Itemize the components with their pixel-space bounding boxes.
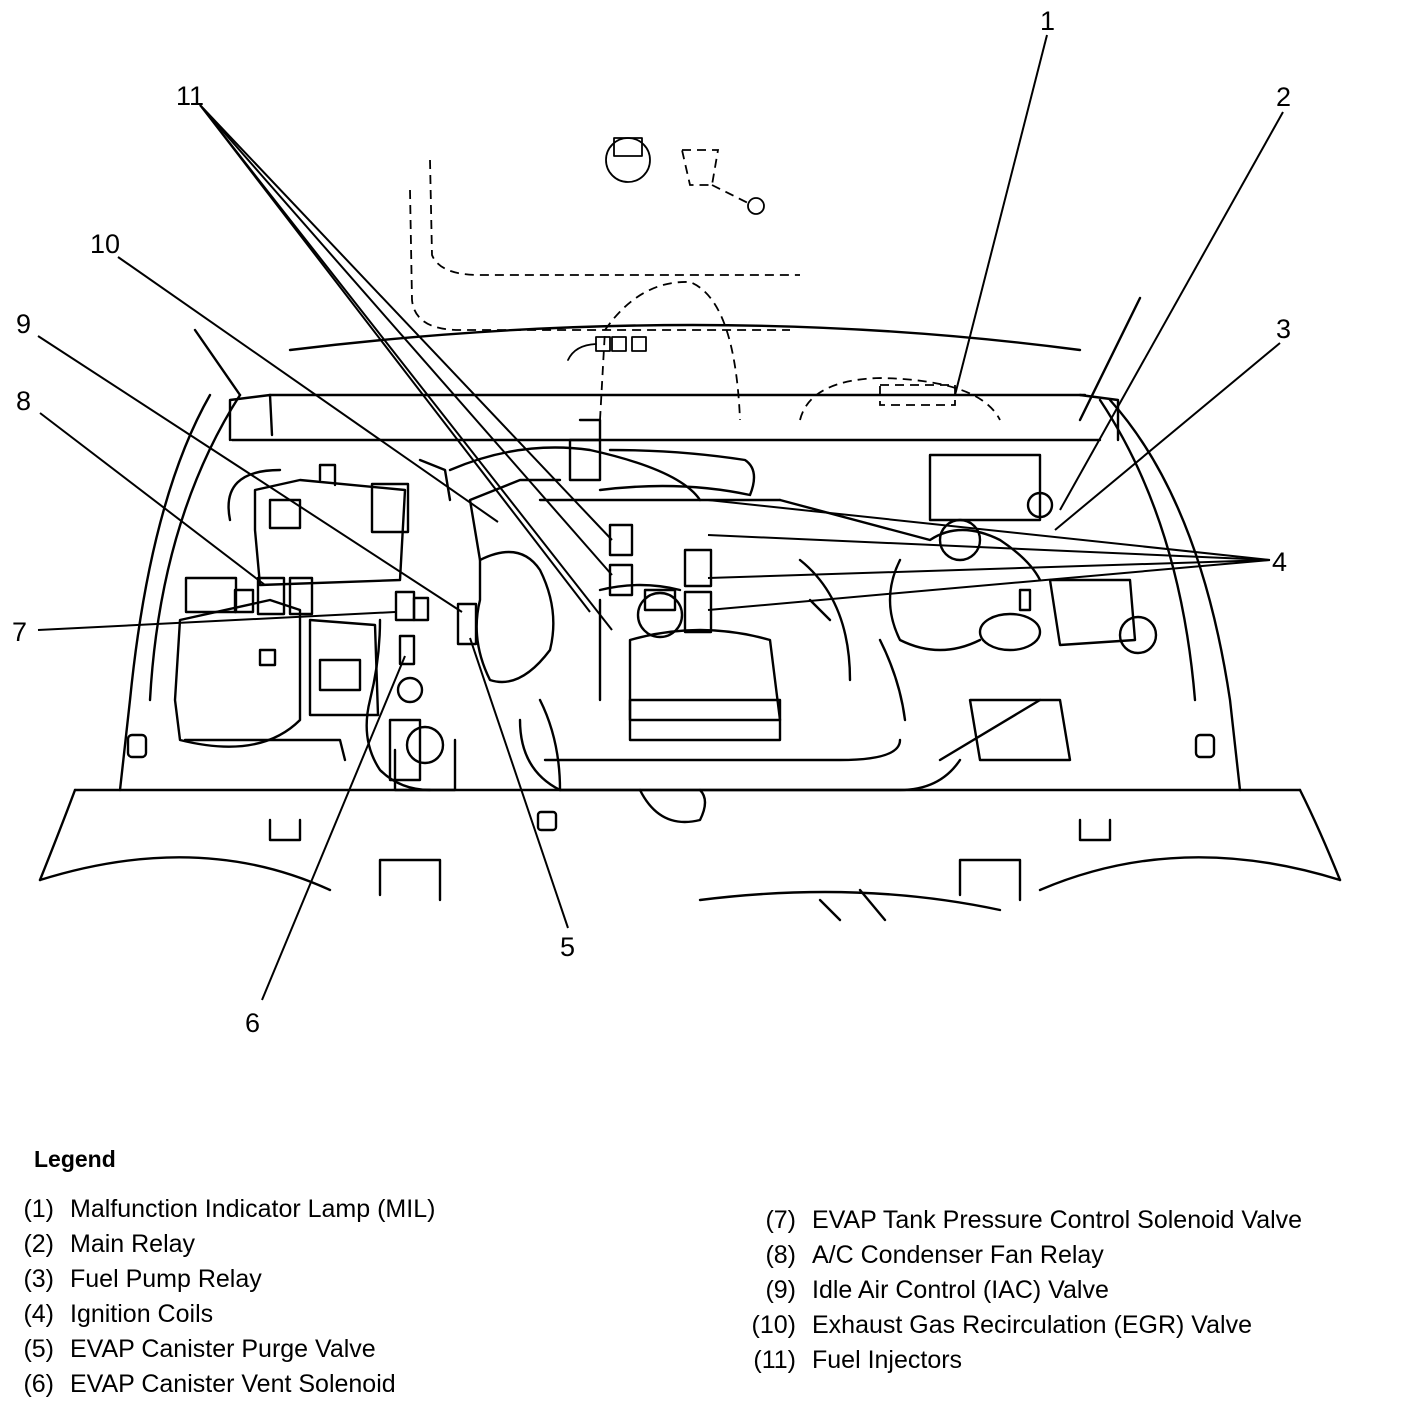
legend-item-number: (11) xyxy=(753,1346,796,1374)
legend-item-label: Ignition Coils xyxy=(70,1300,214,1328)
legend-item: (4) Ignition Coils xyxy=(0,1297,435,1332)
legend-item-label: EVAP Tank Pressure Control Solenoid Valv… xyxy=(812,1206,1303,1234)
leader-11d xyxy=(199,104,613,631)
legend-item-label: A/C Condenser Fan Relay xyxy=(812,1241,1104,1269)
callout-5: 5 xyxy=(560,932,575,962)
legend-item: (1) Malfunction Indicator Lamp (MIL) xyxy=(0,1192,435,1227)
legend-left-column: (1) Malfunction Indicator Lamp (MIL) (2) M… xyxy=(0,1192,435,1402)
legend-item-label: EVAP Canister Vent Solenoid xyxy=(70,1370,396,1398)
legend-item: (6) EVAP Canister Vent Solenoid xyxy=(0,1367,435,1402)
callout-10: 10 xyxy=(90,229,120,259)
legend-item-label: Exhaust Gas Recirculation (EGR) Valve xyxy=(812,1311,1252,1339)
legend-item-label: EVAP Canister Purge Valve xyxy=(70,1335,376,1363)
callout-11: 11 xyxy=(176,81,204,111)
leader-4a xyxy=(707,499,1271,561)
legend-item-number: (8) xyxy=(765,1241,796,1269)
legend-item-number: (6) xyxy=(23,1370,54,1398)
leader-10 xyxy=(117,256,499,523)
legend-item-number: (10) xyxy=(751,1311,796,1339)
legend-item: (11) Fuel Injectors xyxy=(746,1343,1302,1378)
leader-5 xyxy=(469,637,569,929)
legend-item-label: Fuel Pump Relay xyxy=(70,1265,262,1293)
callout-4: 4 xyxy=(1272,547,1287,577)
legend-item: (3) Fuel Pump Relay xyxy=(0,1262,435,1297)
leader-4d xyxy=(707,559,1271,611)
callout-numbers: 1 2 3 4 5 6 7 8 9 10 11 xyxy=(12,6,1291,1038)
leader-9 xyxy=(37,335,463,613)
leader-6 xyxy=(261,655,406,1001)
leader-4c xyxy=(707,559,1271,579)
leader-8 xyxy=(39,412,266,586)
leader-7 xyxy=(37,611,396,631)
leader-3 xyxy=(1054,342,1281,531)
dashed-interior-outline xyxy=(409,137,1001,421)
leader-2 xyxy=(1059,111,1284,511)
callout-6: 6 xyxy=(245,1008,260,1038)
legend-item-number: (7) xyxy=(765,1206,796,1234)
legend-item: (2) Main Relay xyxy=(0,1227,435,1262)
leader-11c xyxy=(199,104,591,613)
callout-9: 9 xyxy=(16,309,31,339)
callout-8: 8 xyxy=(16,386,31,416)
callout-7: 7 xyxy=(12,617,27,647)
legend-item-label: Fuel Injectors xyxy=(812,1346,963,1374)
leader-lines xyxy=(37,34,1284,1001)
legend-item-number: (3) xyxy=(23,1265,54,1293)
leader-1 xyxy=(954,34,1048,396)
engine-components xyxy=(173,418,1158,824)
legend-item-number: (9) xyxy=(765,1276,796,1304)
legend-title: Legend xyxy=(34,1146,116,1172)
leader-4b xyxy=(707,534,1271,561)
legend-item-number: (2) xyxy=(23,1230,54,1258)
legend-item-number: (5) xyxy=(23,1335,54,1363)
legend-item: (9) Idle Air Control (IAC) Valve xyxy=(746,1273,1302,1308)
legend-item: (8) A/C Condenser Fan Relay xyxy=(746,1238,1302,1273)
callout-2: 2 xyxy=(1276,82,1291,112)
legend-item: (7) EVAP Tank Pressure Control Solenoid V… xyxy=(746,1203,1302,1238)
legend-item-number: (4) xyxy=(23,1300,54,1328)
legend-item: (5) EVAP Canister Purge Valve xyxy=(0,1332,435,1367)
engine-compartment-diagram: 1 2 3 4 5 6 7 8 9 10 11 xyxy=(12,6,1342,1038)
legend-item-label: Idle Air Control (IAC) Valve xyxy=(812,1276,1109,1304)
leader-11b xyxy=(199,104,613,576)
callout-1: 1 xyxy=(1040,6,1055,36)
legend-item-label: Malfunction Indicator Lamp (MIL) xyxy=(70,1195,436,1223)
callout-3: 3 xyxy=(1276,314,1291,344)
legend-item-label: Main Relay xyxy=(70,1230,196,1258)
leader-11a xyxy=(199,104,613,541)
legend-item-number: (1) xyxy=(23,1195,54,1223)
legend-item: (10) Exhaust Gas Recirculation (EGR) Valv… xyxy=(746,1308,1302,1343)
legend-right-column: (7) EVAP Tank Pressure Control Solenoid V… xyxy=(746,1203,1303,1378)
